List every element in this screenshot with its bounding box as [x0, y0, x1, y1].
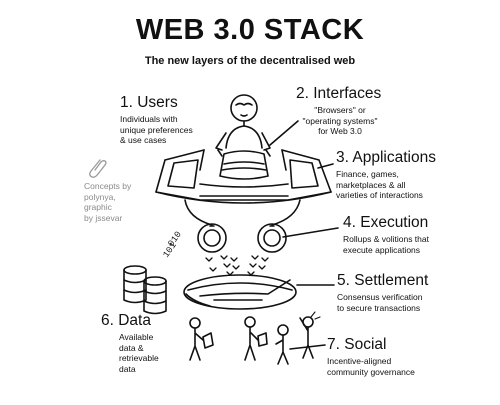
interface-device-icon [217, 149, 271, 180]
execution-desc-2: execute applications [343, 244, 421, 255]
applications-label: 3. Applications Finance, games, marketpl… [336, 149, 436, 201]
paperclip-icon [89, 159, 107, 178]
page-subtitle: The new layers of the decentralised web [144, 55, 356, 67]
applications-heading: 3. Applications [336, 149, 436, 166]
data-desc-4: data [119, 363, 136, 374]
execution-heading: 4. Execution [343, 214, 429, 231]
page-title: WEB 3.0 STACK [135, 14, 365, 46]
credit-line-2: polynya, [84, 191, 116, 202]
execution-module-icon [184, 199, 301, 253]
applications-desc-1: Finance, games, [336, 169, 399, 179]
settlement-heading: 5. Settlement [337, 272, 429, 289]
settlement-label: 5. Settlement Consensus verification to … [337, 272, 428, 313]
community-figures-icon [189, 311, 321, 365]
data-label: 6. Data Available data & retrievable dat… [101, 312, 159, 374]
settlement-desc-1: Consensus verification [337, 292, 423, 302]
credit-line-1: Concepts by [84, 181, 132, 191]
users-desc-2: unique preferences [120, 124, 193, 135]
applications-desc-2: marketplaces & all [336, 179, 406, 190]
interfaces-desc-3: for Web 3.0 [318, 126, 362, 136]
applications-desc-3: varieties of interactions [336, 190, 423, 200]
data-desc-3: retrievable [119, 353, 159, 363]
interfaces-desc-1: "Browsers" or [314, 105, 366, 115]
interfaces-heading: 2. Interfaces [296, 85, 382, 102]
data-desc-1: Available [119, 332, 154, 342]
users-heading: 1. Users [120, 94, 178, 111]
interfaces-desc-2: "operating systems" [302, 115, 378, 126]
settlement-disc-icon [183, 274, 297, 310]
social-heading: 7. Social [327, 336, 387, 353]
application-platform-icon [155, 149, 332, 204]
interfaces-label: 2. Interfaces "Browsers" or "operating s… [296, 85, 384, 137]
settlement-desc-2: to secure transactions [337, 302, 421, 313]
social-label: 7. Social Incentive-aligned community go… [327, 336, 415, 377]
social-desc-1: Incentive-aligned [327, 356, 392, 366]
execution-label: 4. Execution Rollups & volitions that ex… [343, 214, 429, 255]
credits: Concepts by polynya, graphic by jssevar [84, 181, 131, 223]
database-icon [123, 265, 167, 315]
users-desc-1: Individuals with [120, 114, 178, 124]
execution-desc-1: Rollups & volitions that [343, 234, 429, 244]
credit-line-4: by jssevar [84, 212, 123, 223]
users-label: 1. Users Individuals with unique prefere… [120, 94, 193, 146]
data-heading: 6. Data [101, 312, 151, 329]
social-desc-2: community governance [327, 366, 415, 377]
data-desc-2: data & [119, 342, 144, 353]
data-flow-chevrons [205, 255, 269, 276]
users-desc-3: & use cases [120, 135, 167, 145]
user-figure-icon [215, 94, 271, 151]
credit-line-3: graphic [84, 202, 112, 212]
